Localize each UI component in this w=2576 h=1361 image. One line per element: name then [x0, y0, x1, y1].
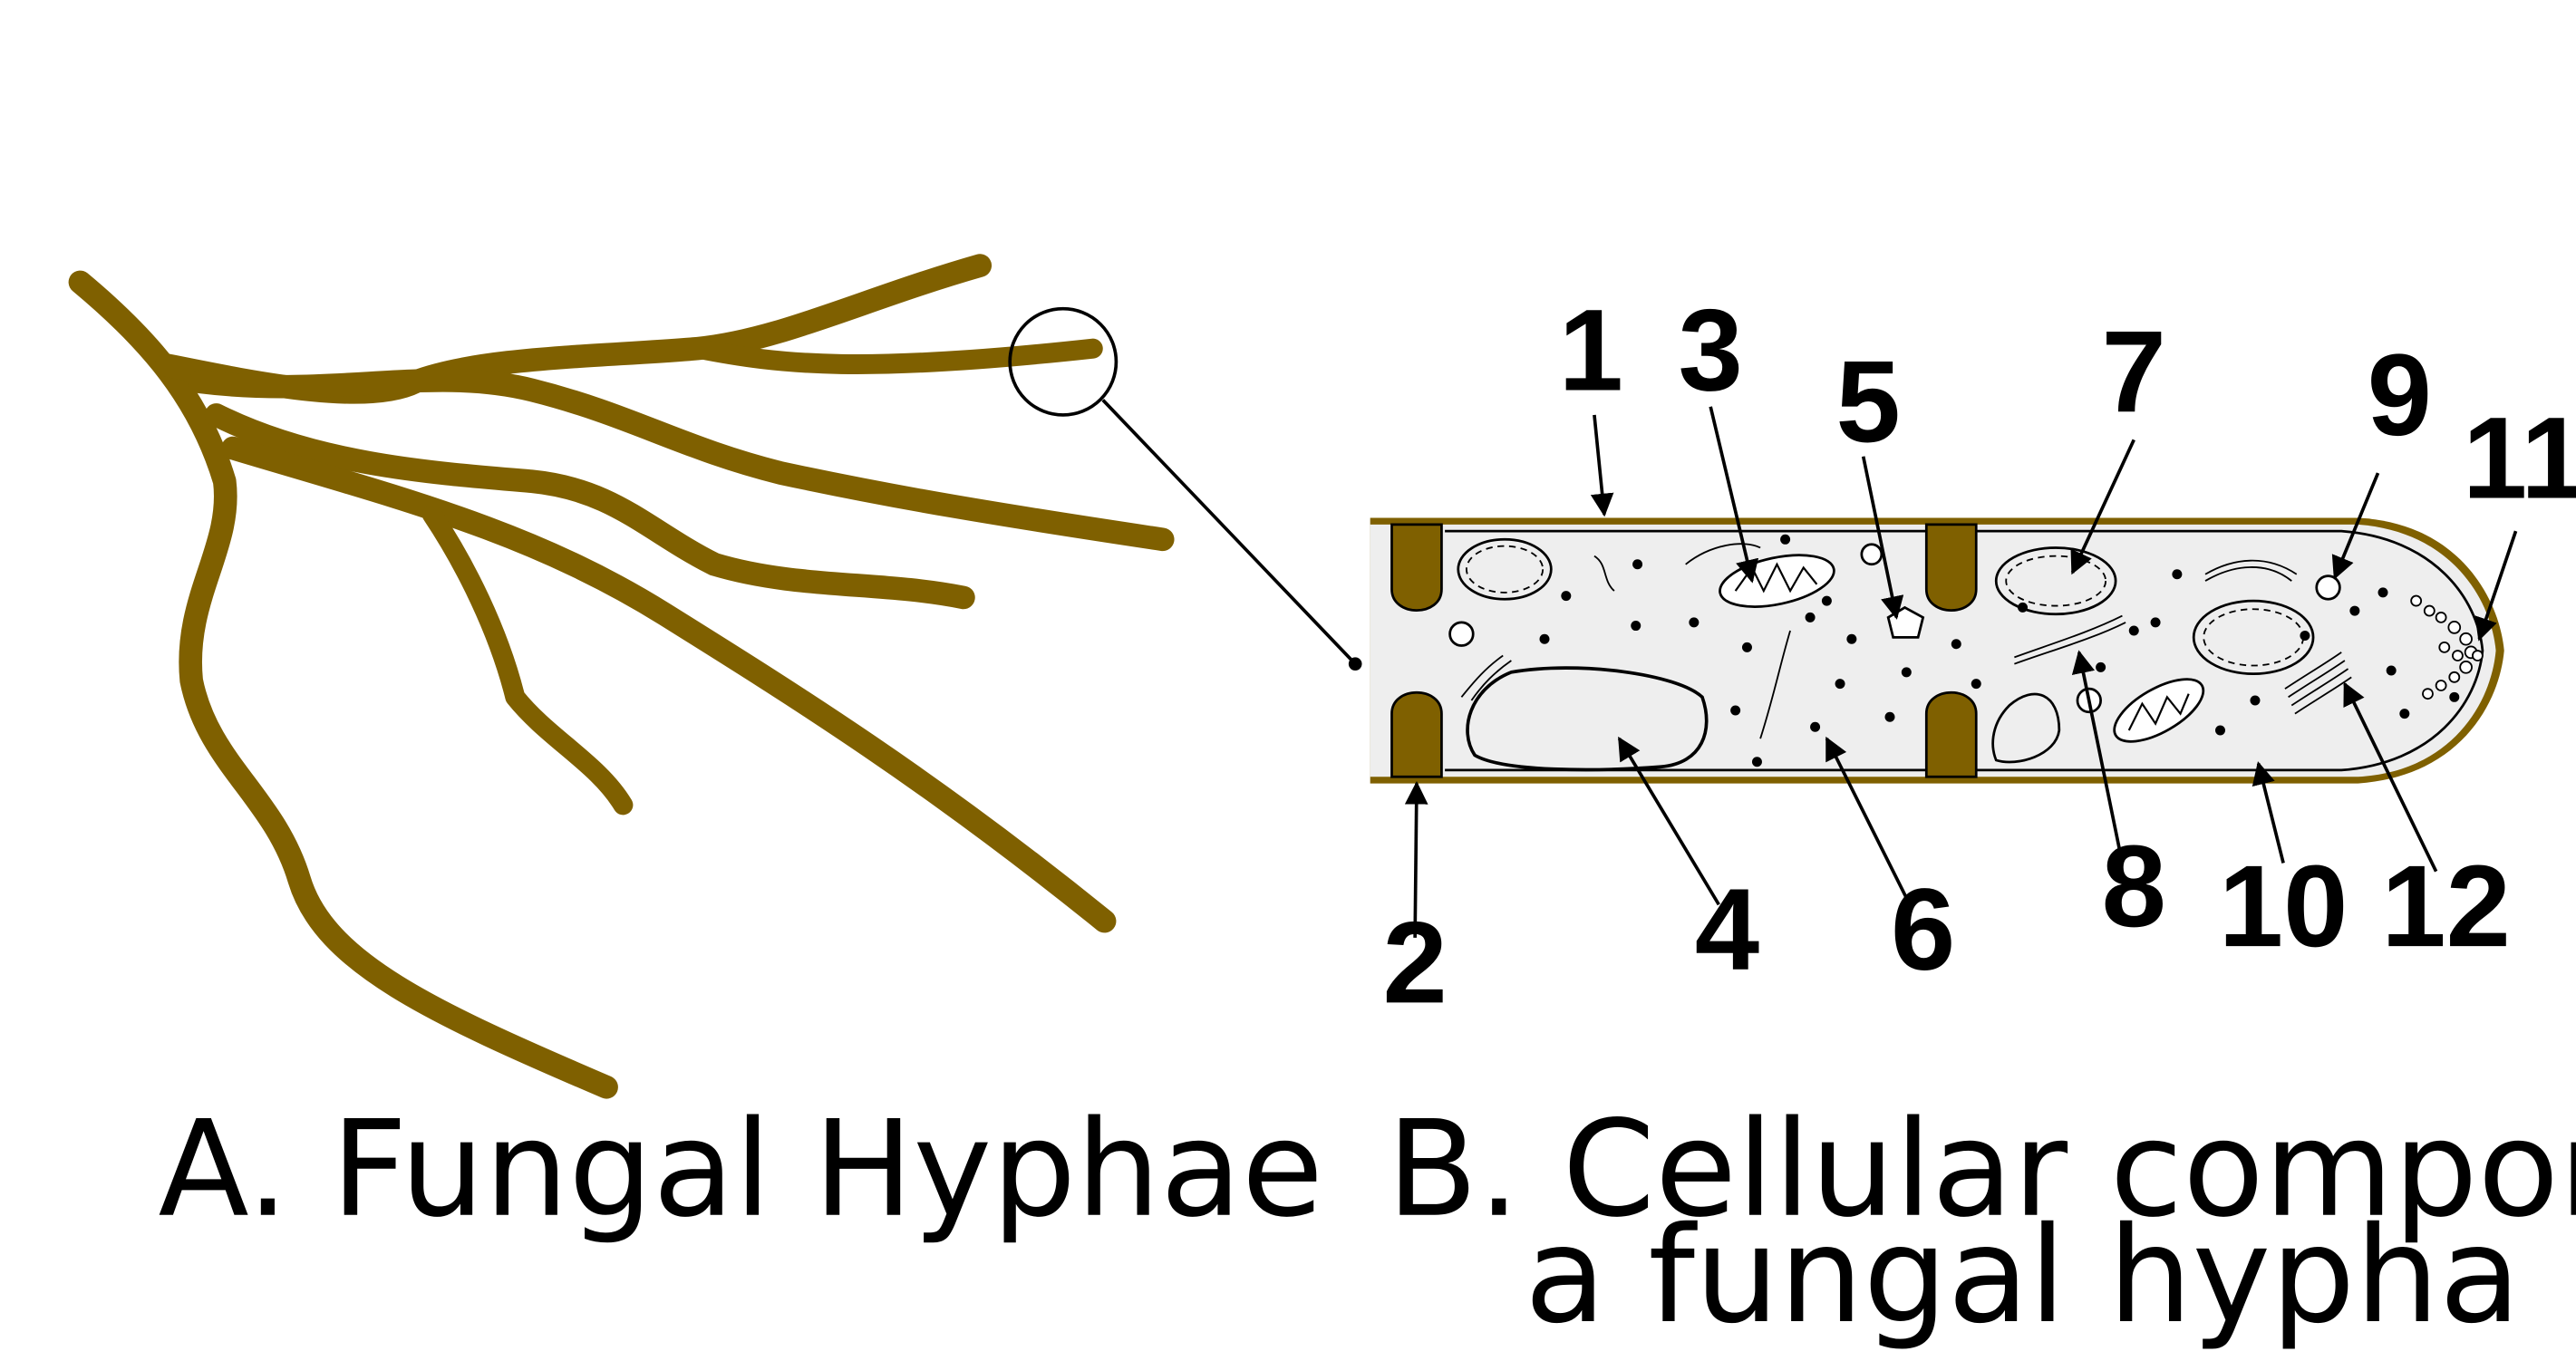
hypha-branch-long-diagonal — [221, 436, 1117, 933]
plasma-membrane — [1445, 529, 2484, 772]
spitzenkorper-vesicles — [2410, 594, 2484, 700]
label-5: 5 — [1836, 337, 1901, 467]
hypha-cell-diagram — [1370, 517, 2504, 784]
label-8: 8 — [2102, 822, 2166, 951]
label-10: 10 — [2219, 842, 2348, 971]
septum-left — [1390, 523, 1443, 778]
cytoplasm — [1370, 524, 2496, 777]
endoplasmic-reticulum — [1460, 543, 2298, 739]
label-12: 12 — [2381, 842, 2511, 971]
caption-b-line1: B. Cellular components of — [1387, 1092, 2576, 1247]
caption-b-line2: a fungal hypha — [1525, 1198, 2521, 1353]
fungal-hyphae-drawing — [68, 254, 1175, 1099]
magnify-connector-dot — [1348, 657, 1362, 671]
hypha-branch-middle — [188, 368, 1175, 552]
label-9: 9 — [2368, 331, 2432, 460]
label-6: 6 — [1891, 865, 1955, 995]
label-1: 1 — [1559, 285, 1623, 415]
caption-a: A. Fungal Hyphae — [159, 1092, 1324, 1247]
label-3: 3 — [1679, 285, 1743, 415]
golgi-body — [2284, 652, 2352, 715]
leader-lines — [1404, 406, 2518, 938]
label-7: 7 — [2102, 307, 2166, 437]
nucleus — [1994, 546, 2117, 616]
label-11: 11 — [2463, 394, 2576, 524]
hypha-branch-middle-lower — [204, 403, 975, 610]
magnify-circle — [1008, 306, 1119, 417]
hypha-branch-upper-tip — [687, 338, 1103, 374]
label-2: 2 — [1382, 898, 1447, 1028]
ribosomes — [1539, 534, 2460, 767]
magnify-connector — [1101, 399, 1357, 665]
nucleus-right — [2192, 599, 2315, 676]
vacuole — [1466, 666, 1709, 772]
hypha-branch-main-down — [68, 270, 618, 1099]
number-labels: 1 2 3 4 5 6 7 8 9 10 11 12 — [1382, 285, 2576, 1028]
label-4: 4 — [1695, 865, 1759, 995]
vacuole-small — [1991, 692, 2061, 764]
mitochondrion-right — [2113, 678, 2205, 743]
septum-right — [1924, 523, 1978, 778]
hypha-branch-short — [421, 504, 634, 816]
nucleus-left — [1457, 537, 1553, 601]
